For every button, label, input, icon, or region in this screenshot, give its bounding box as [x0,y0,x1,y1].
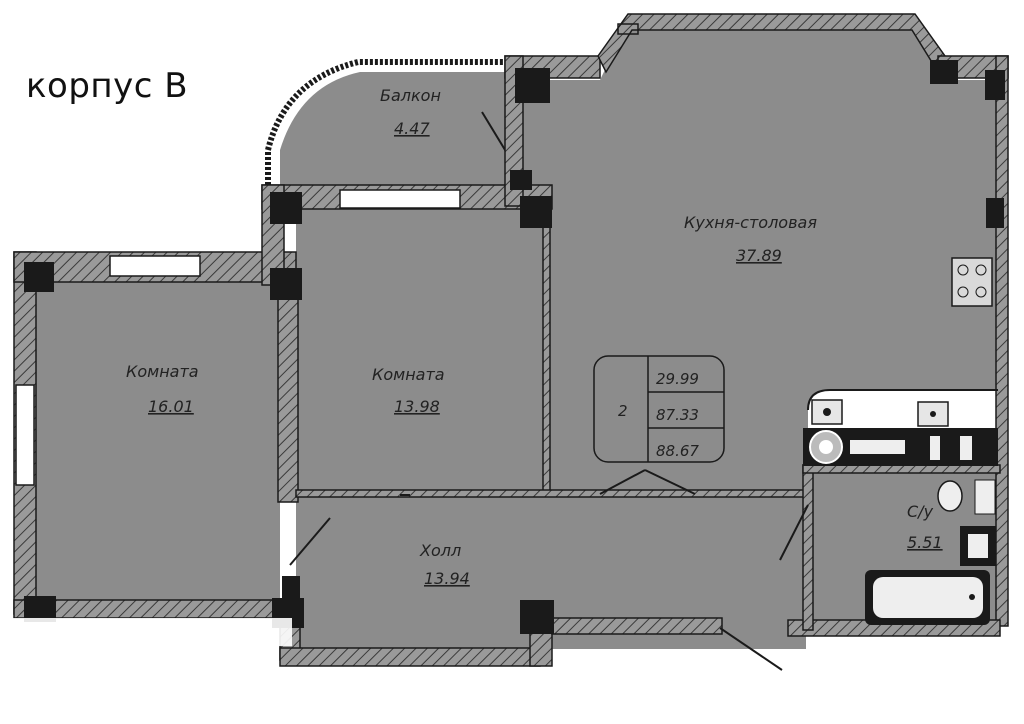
room-labels: Балкон 4.47 Кухня-столовая 37.89 Комната… [126,86,943,588]
total-area-with-balcony-value: 88.67 [656,442,699,460]
washbasin-icon [917,401,949,427]
blur-patch [0,618,292,646]
apartment-info-box: 2 29.99 87.33 88.67 [593,355,725,463]
rooms-count: 2 [618,402,628,420]
windows [15,23,639,486]
toilet-icon [937,480,963,512]
room1-area: 16.01 [148,397,194,416]
total-area-value: 87.33 [656,406,699,424]
kitchen-counter [807,257,998,427]
building-label: корпус В [26,66,189,106]
bathroom-area: 5.51 [907,533,943,552]
kitchen-name: Кухня-столовая [684,213,817,232]
floors [36,22,1000,649]
kitchen-area: 37.89 [736,246,782,265]
bathroom-name: С/у [907,502,934,521]
hall-area: 13.94 [424,569,470,588]
room2-area: 13.98 [394,397,440,416]
bathroom-fixtures [803,428,998,625]
hall-name: Холл [419,541,461,560]
balcony-name: Балкон [380,86,441,105]
room1-name: Комната [126,362,199,381]
room2-name: Комната [372,365,445,384]
living-area-value: 29.99 [656,370,699,388]
kitchen-floor [520,22,1000,495]
room2-floor [296,208,546,493]
doors [289,469,809,671]
balcony-railing [265,59,508,185]
balcony-area: 4.47 [394,119,430,138]
room1-floor [36,282,280,602]
balcony-floor [280,72,505,185]
stove-icon [951,257,993,307]
